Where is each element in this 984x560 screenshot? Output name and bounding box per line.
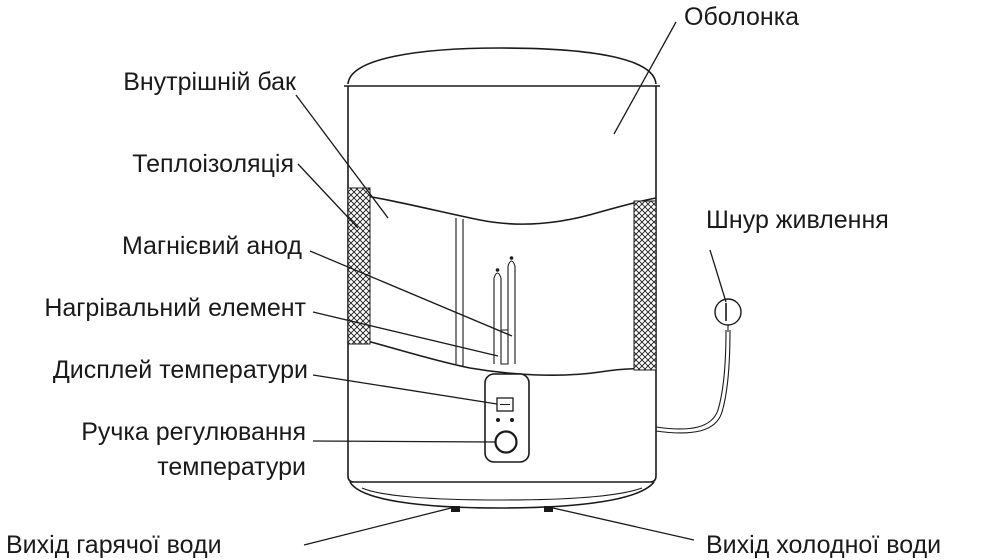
heater-base — [500, 329, 509, 365]
temperature-display — [496, 397, 514, 412]
leader-shell — [613, 21, 677, 135]
indicator-led-1 — [496, 418, 500, 422]
label-insulation: Теплоізоляція — [132, 150, 294, 178]
label-inner-tank: Внутрішній бак — [123, 68, 297, 96]
leader-power-cord — [709, 249, 727, 303]
label-heater: Нагрівальний елемент — [44, 294, 306, 322]
insulation-right — [633, 200, 657, 371]
leader-inner-tank — [295, 94, 389, 219]
insulation-left — [347, 187, 371, 345]
label-anode: Магнієвий анод — [122, 232, 302, 260]
power-cord — [655, 329, 727, 430]
cutaway-top-line — [347, 192, 657, 225]
leader-hot-water — [303, 507, 452, 546]
leader-cold-water — [552, 507, 695, 541]
leader-knob — [312, 440, 496, 443]
hot-water-pipe — [451, 506, 460, 512]
anode-rod — [507, 260, 516, 364]
label-knob-line1: Ручка регулювання — [81, 418, 306, 446]
label-hot-water: Вихід гарячої води — [6, 531, 222, 559]
bottom-cap — [349, 481, 655, 509]
heater-tip — [495, 268, 500, 272]
label-knob-line2: температури — [157, 453, 306, 481]
cold-water-pipe — [544, 506, 553, 512]
cutaway-bottom-line — [347, 335, 657, 376]
bottom-cap-inner — [361, 487, 643, 501]
label-cold-water: Вихід холодної води — [706, 531, 941, 559]
leader-display — [312, 374, 498, 405]
power-plug — [714, 298, 742, 326]
anode-tip — [509, 256, 514, 260]
heater-rod — [493, 272, 502, 364]
leader-heater — [312, 311, 499, 357]
power-cord-2 — [655, 329, 731, 434]
leader-anode — [309, 250, 513, 337]
indicator-led-2 — [510, 418, 514, 422]
top-cap — [347, 47, 657, 85]
label-power-cord: Шнур живлення — [706, 206, 889, 234]
outer-shell — [347, 86, 657, 483]
label-display: Дисплей температури — [53, 356, 308, 384]
temperature-knob[interactable] — [494, 430, 518, 454]
leader-insulation — [297, 163, 359, 229]
label-shell: Оболонка — [684, 3, 799, 31]
